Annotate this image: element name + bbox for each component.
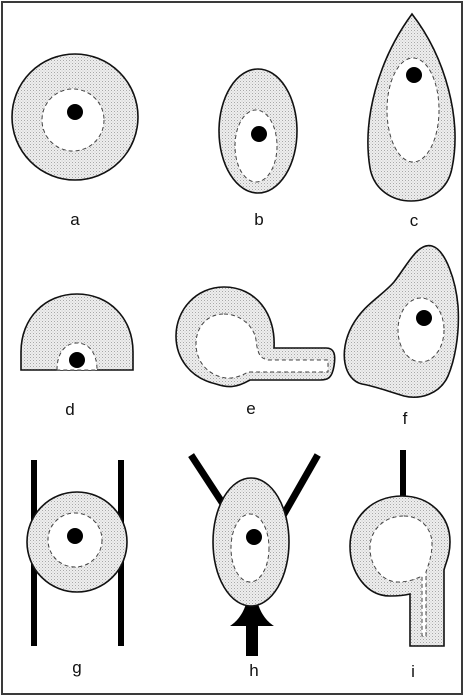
panel-label-e: e <box>246 399 255 418</box>
inner-region-h <box>231 514 269 582</box>
panel-label-h: h <box>249 661 258 680</box>
inner-region-b <box>235 110 277 182</box>
panel-label-g: g <box>72 658 81 677</box>
nucleus-g <box>67 528 83 544</box>
nucleus-d <box>69 352 85 368</box>
inner-region-a <box>42 89 104 151</box>
panel-label-b: b <box>254 210 263 229</box>
panel-label-f: f <box>403 409 408 428</box>
nucleus-h <box>246 529 262 545</box>
nucleus-f <box>416 310 432 326</box>
panel-label-d: d <box>65 400 74 419</box>
nucleus-a <box>67 104 83 120</box>
panel-label-c: c <box>410 211 419 230</box>
fiber-i <box>400 450 406 498</box>
panel-label-i: i <box>411 662 415 681</box>
nucleus-c <box>406 67 422 83</box>
panel-label-a: a <box>70 210 80 229</box>
nucleus-b <box>251 126 267 142</box>
inner-region-f <box>398 298 444 362</box>
